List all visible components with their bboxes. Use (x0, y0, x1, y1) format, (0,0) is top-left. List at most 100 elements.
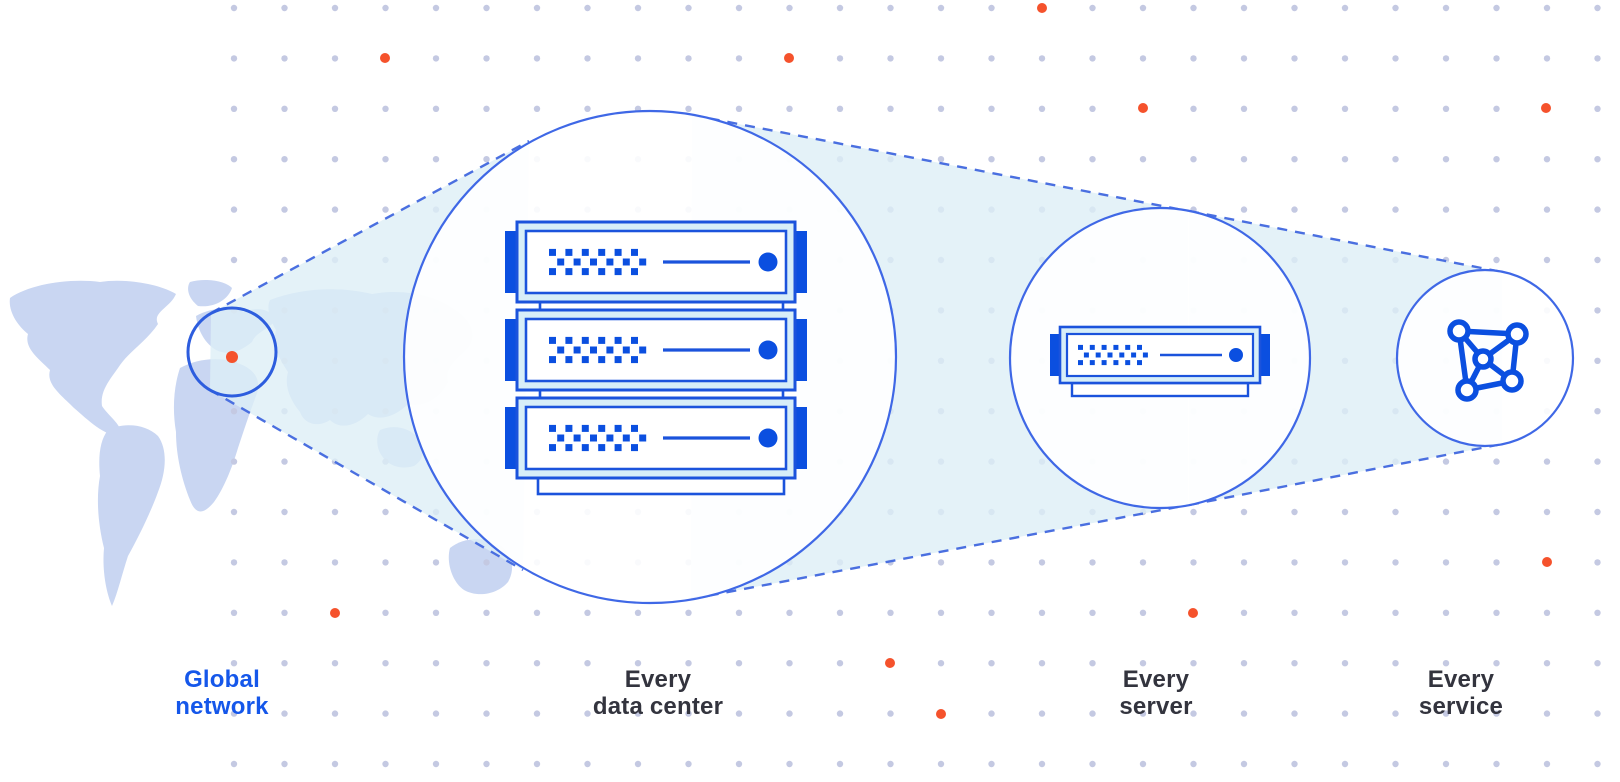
grid-dot (483, 760, 490, 768)
grid-dot (1392, 4, 1399, 12)
caption-line: Global (184, 666, 260, 693)
grid-dot (230, 105, 238, 113)
grid-dot (988, 710, 995, 717)
vent-square (631, 356, 638, 364)
grid-dot (281, 105, 288, 113)
accent-dot (1541, 103, 1551, 113)
grid-dot (1291, 559, 1298, 566)
grid-dot (382, 710, 389, 717)
grid-dot (281, 710, 288, 717)
grid-dot (1291, 760, 1298, 768)
grid-dot (230, 609, 238, 616)
vent-square (614, 444, 622, 452)
grid-dot (483, 609, 490, 616)
grid-dot (1442, 710, 1450, 717)
grid-dot (1442, 609, 1450, 616)
grid-dot (1341, 4, 1349, 12)
grid-dot (1594, 660, 1601, 667)
grid-dot (988, 4, 995, 12)
grid-dot (887, 55, 894, 62)
grid-dot (786, 4, 793, 12)
grid-dot (1190, 760, 1197, 768)
caption-global-network: Global network (82, 666, 362, 720)
grid-dot (331, 206, 339, 213)
grid-dot (331, 760, 339, 768)
grid-dot (1442, 105, 1450, 113)
grid-dot (281, 206, 288, 213)
grid-dot (1392, 559, 1399, 566)
grid-dot (331, 105, 339, 113)
vent-square (1142, 352, 1148, 358)
vent-square (557, 346, 565, 354)
grid-dot (1341, 105, 1349, 113)
grid-dot (1442, 559, 1450, 566)
grid-dot (1190, 105, 1197, 113)
grid-dot (937, 55, 945, 62)
vent-square (590, 346, 597, 354)
grid-dot (1038, 55, 1046, 62)
grid-dot (483, 710, 490, 717)
grid-dot (836, 105, 844, 113)
grid-dot (281, 660, 288, 667)
grid-dot (1089, 760, 1096, 768)
grid-dot (1392, 760, 1399, 768)
grid-dot (988, 105, 995, 113)
continent-greenland (188, 280, 232, 307)
grid-dot (1240, 609, 1248, 616)
grid-dot (1341, 55, 1349, 62)
caption-line: service (1418, 692, 1504, 720)
vent-square (598, 444, 606, 452)
power-led (758, 340, 778, 360)
grid-dot (483, 4, 490, 12)
grid-dot (1240, 156, 1248, 163)
grid-dot (230, 55, 238, 62)
server-unit-icon (1050, 325, 1270, 398)
grid-dot (1240, 4, 1248, 12)
grid-dot (1089, 559, 1096, 566)
grid-dot (786, 609, 793, 616)
vent-square (1137, 344, 1142, 350)
grid-dot (382, 156, 389, 163)
grid-dot (1543, 55, 1551, 62)
grid-dot (1291, 609, 1298, 616)
accent-dot (936, 709, 946, 719)
grid-dot (1291, 710, 1298, 717)
grid-dot (1392, 508, 1399, 516)
mesh-node (1500, 369, 1524, 393)
grid-dot (1493, 508, 1500, 516)
vent-square (1125, 360, 1131, 366)
power-led (758, 428, 778, 448)
grid-dot (432, 156, 440, 163)
grid-dot (887, 105, 894, 113)
grid-dot (1341, 508, 1349, 516)
grid-dot (1139, 156, 1147, 163)
grid-dot (634, 710, 642, 717)
grid-dot (735, 4, 743, 12)
vent-square (565, 248, 573, 256)
grid-dot (1543, 4, 1551, 12)
grid-dot (1038, 559, 1046, 566)
grid-dot (937, 760, 945, 768)
grid-dot (1442, 206, 1450, 213)
vent-square (1083, 352, 1089, 358)
grid-dot (230, 559, 238, 566)
grid-dot (230, 4, 238, 12)
grid-dot (1240, 105, 1248, 113)
vent-square (631, 248, 638, 256)
grid-dot (1493, 760, 1500, 768)
grid-dot (1190, 508, 1197, 516)
grid-dot (432, 559, 440, 566)
vent-square (631, 268, 638, 276)
grid-dot (1038, 760, 1046, 768)
grid-dot (281, 156, 288, 163)
grid-dot (1442, 660, 1450, 667)
grid-dot (685, 609, 692, 616)
accent-dot (1037, 3, 1047, 13)
vent-square (1137, 360, 1142, 366)
grid-dot (331, 4, 339, 12)
grid-dot (1543, 710, 1551, 717)
power-led (1229, 348, 1243, 362)
grid-dot (685, 4, 692, 12)
server-faceplate (524, 317, 788, 383)
